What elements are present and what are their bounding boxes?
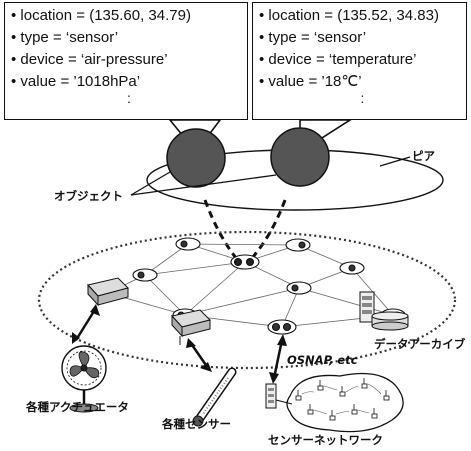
node-2 (285, 238, 311, 252)
peer-label: ピア (412, 149, 435, 163)
overlay-nodes (95, 237, 406, 335)
osnap-label: OSNAP, etc (287, 353, 358, 367)
more-ellipsis: : (360, 90, 365, 106)
overlay-ring (37, 230, 457, 370)
osnap-gateway-icon (265, 383, 293, 409)
data-archive-icon (359, 291, 409, 331)
sensor-network-nodes (295, 378, 390, 421)
actuators-label: 各種アクチュエータ (26, 400, 129, 414)
sensor-link-arrow (186, 338, 212, 372)
peer-pointer (379, 156, 411, 167)
sensor-network-area (286, 372, 404, 433)
node-5 (286, 281, 312, 295)
attr-line: • value = ’18℃’ (259, 73, 362, 90)
sensor-gateway-icon (171, 309, 211, 345)
object-pointer-1 (130, 171, 171, 196)
actuator-gateway-icon (87, 277, 129, 307)
osnap-link-arrow (269, 334, 287, 384)
fan-icon (61, 345, 107, 413)
actuator-link-arrow (72, 304, 100, 344)
sensor-network-signals (301, 383, 382, 415)
object-circle-left (166, 128, 226, 188)
object-label: オブジェクト (54, 189, 123, 203)
attr-line: • device = ‘temperature’ (259, 51, 417, 68)
sensors-label: 各種センサー (162, 417, 231, 431)
node-1 (175, 237, 201, 251)
dashed-connector-left (203, 199, 238, 259)
attr-line: • location = (135.60, 34.79) (11, 7, 191, 24)
attr-line: • device = ‘air-pressure’ (11, 51, 168, 68)
object-attributes-left: • location = (135.60, 34.79) • type = ‘s… (4, 2, 248, 120)
more-ellipsis: : (127, 90, 131, 106)
attr-line: • value = ’1018hPa’ (11, 73, 141, 90)
dashed-connector-right (250, 199, 287, 259)
attr-line: • type = ‘sensor’ (259, 29, 367, 46)
object-circle-right (270, 127, 330, 187)
object-pointer-2 (130, 174, 277, 196)
thermometer-icon (192, 367, 237, 427)
attr-line: • type = ‘sensor’ (11, 29, 119, 46)
attr-line: • location = (135.52, 34.83) (259, 7, 439, 24)
node-3 (132, 268, 158, 282)
object-attributes-right: • location = (135.52, 34.83) • type = ‘s… (252, 2, 467, 120)
data-archive-label: データアーカイブ (374, 337, 466, 351)
sensor-network-label: センサーネットワーク (268, 433, 383, 447)
